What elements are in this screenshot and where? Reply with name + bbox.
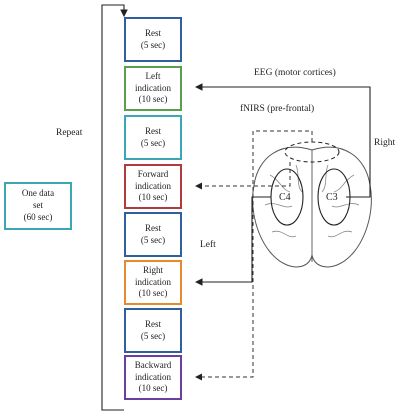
eeg-label: EEG (motor cortices) bbox=[254, 68, 336, 78]
seq-box-3: Forward indication (10 sec) bbox=[124, 164, 182, 209]
seq-box-text: (5 sec) bbox=[140, 39, 166, 50]
seq-box-4: Rest (5 sec) bbox=[124, 212, 182, 257]
seq-box-text: Left bbox=[145, 70, 161, 81]
c3-label: C3 bbox=[326, 192, 338, 203]
seq-box-1: Left indication (10 sec) bbox=[124, 66, 182, 111]
seq-box-text: (5 sec) bbox=[140, 137, 166, 148]
seq-box-text: (10 sec) bbox=[138, 383, 168, 394]
seq-box-text: (5 sec) bbox=[140, 234, 166, 245]
dataset-text: set bbox=[33, 200, 43, 211]
repeat-label: Repeat bbox=[56, 128, 83, 138]
dataset-text: One data bbox=[21, 188, 55, 199]
c4-label: C4 bbox=[279, 192, 291, 203]
eeg-right-arrow bbox=[194, 83, 371, 198]
seq-box-text: (10 sec) bbox=[138, 288, 168, 299]
seq-box-text: indication bbox=[135, 82, 171, 93]
seq-box-text: (5 sec) bbox=[140, 330, 166, 341]
dataset-box: One data set (60 sec) bbox=[4, 182, 72, 230]
seq-box-text: (10 sec) bbox=[138, 192, 168, 203]
fnirs-forward-arrow bbox=[195, 162, 291, 190]
seq-box-text: Backward bbox=[134, 359, 172, 370]
seq-box-2: Rest (5 sec) bbox=[124, 115, 182, 160]
seq-box-text: Rest bbox=[144, 222, 161, 233]
brain-graphic bbox=[252, 146, 372, 268]
seq-box-text: Rest bbox=[144, 27, 161, 38]
fnirs-label: fNIRS (pre-frontal) bbox=[240, 104, 315, 114]
dataset-text: (60 sec) bbox=[23, 211, 53, 222]
seq-box-text: Right bbox=[142, 264, 163, 275]
seq-box-0: Rest (5 sec) bbox=[124, 17, 182, 62]
fnirs-backward-arrow bbox=[195, 130, 313, 381]
seq-box-text: Rest bbox=[144, 125, 161, 136]
right-label: Right bbox=[374, 138, 396, 148]
seq-box-text: Forward bbox=[137, 168, 169, 179]
eeg-left-arrow bbox=[194, 196, 271, 286]
seq-box-6: Rest (5 sec) bbox=[124, 308, 182, 353]
seq-box-text: indication bbox=[135, 276, 171, 287]
seq-box-7: Backward indication (10 sec) bbox=[124, 355, 182, 400]
seq-box-text: Rest bbox=[144, 318, 161, 329]
seq-box-text: indication bbox=[135, 371, 171, 382]
left-label: Left bbox=[200, 240, 216, 250]
seq-box-text: indication bbox=[135, 180, 171, 191]
seq-box-text: (10 sec) bbox=[138, 94, 168, 105]
repeat-loop-line bbox=[101, 4, 128, 411]
seq-box-5: Right indication (10 sec) bbox=[124, 260, 182, 305]
